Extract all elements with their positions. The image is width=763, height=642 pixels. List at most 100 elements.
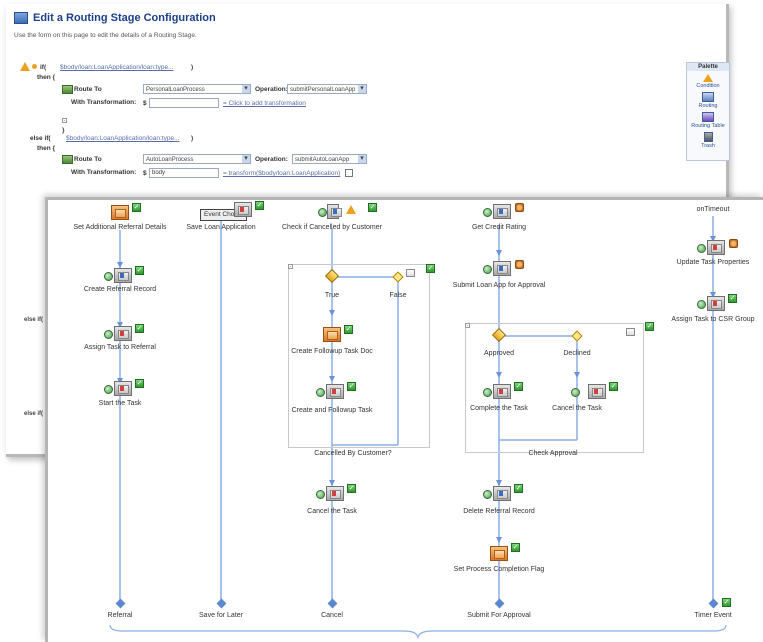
node-assign-task-to-referral[interactable]: Assign Task to Referral xyxy=(84,344,156,351)
case1-add-transformation-link[interactable]: = Click to add transformation xyxy=(223,100,306,107)
valid-check-icon: ✓ xyxy=(728,294,737,303)
assign-node-icon[interactable] xyxy=(234,202,252,217)
case1-transformation-input[interactable] xyxy=(149,98,219,108)
check-approval-block[interactable] xyxy=(465,323,644,453)
check-approval-label: Check Approval xyxy=(528,450,578,457)
valid-check-icon: ✓ xyxy=(514,382,523,391)
valid-check-icon: ✓ xyxy=(645,322,654,331)
case1-condition-close: ) xyxy=(191,64,194,71)
branch-timer-event-label: Timer Event xyxy=(694,612,732,619)
branch-declined-label: Declined xyxy=(563,350,591,357)
java-callout-icon xyxy=(483,388,492,397)
case1-condition-link[interactable]: $body/loan:LoanApplication/loan:type... xyxy=(60,64,174,71)
case2-route-to-select[interactable]: AutoLoanProcess xyxy=(143,154,251,164)
service-callout-icon[interactable] xyxy=(493,261,511,276)
case2-operation-select[interactable]: submitAutoLoanApp xyxy=(292,154,367,164)
service-callout-icon[interactable] xyxy=(114,268,132,283)
valid-check-icon: ✓ xyxy=(135,324,144,333)
gear-icon xyxy=(515,260,524,269)
java-callout-icon xyxy=(318,208,327,217)
page-title-text: Edit a Routing Stage Configuration xyxy=(33,12,216,24)
service-callout-icon[interactable] xyxy=(588,384,606,399)
assign-node-icon[interactable] xyxy=(111,205,129,220)
node-create-and-followup-task[interactable]: Create and Followup Task xyxy=(291,407,373,414)
case2-transform-var-sign: $ xyxy=(143,170,147,177)
service-callout-icon[interactable] xyxy=(707,296,725,311)
case1-warning-icon xyxy=(20,62,30,71)
palette-condition-label: Condition xyxy=(696,83,720,89)
palette-routing-table-label: Routing Table xyxy=(691,123,725,129)
case2-operation-label: Operation: xyxy=(255,156,288,163)
service-callout-icon[interactable] xyxy=(114,381,132,396)
palette-routing[interactable]: Routing xyxy=(687,92,729,109)
case2-collapse-toggle[interactable]: - xyxy=(62,118,67,124)
case2-transformation-link[interactable]: = transform($body/loan:LoanApplication) xyxy=(223,170,341,177)
node-submit-loan-app-for-approval[interactable]: Submit Loan App for Approval xyxy=(452,282,546,289)
page-title: Edit a Routing Stage Configuration xyxy=(14,12,216,24)
palette-condition[interactable]: Condition xyxy=(687,74,729,89)
cancelled-by-customer-block[interactable] xyxy=(288,264,430,448)
service-callout-icon[interactable] xyxy=(493,486,511,501)
node-update-task-properties[interactable]: Update Task Properties xyxy=(676,259,750,266)
route-icon xyxy=(62,85,73,94)
valid-check-icon: ✓ xyxy=(368,203,377,212)
case1-options-icon[interactable] xyxy=(32,64,37,69)
branch-cancel-label: Cancel xyxy=(321,612,343,619)
case1-transform-var-sign: $ xyxy=(143,100,147,107)
java-callout-icon xyxy=(483,265,492,274)
block-collapse-toggle[interactable]: - xyxy=(288,264,293,270)
valid-check-icon: ✓ xyxy=(426,264,435,273)
node-delete-referral-record[interactable]: Delete Referral Record xyxy=(463,508,535,515)
node-set-process-completion-flag[interactable]: Set Process Completion Flag xyxy=(453,566,545,573)
case2-transformation-input[interactable]: body xyxy=(149,168,219,178)
service-callout-icon[interactable] xyxy=(114,326,132,341)
service-callout-icon[interactable] xyxy=(326,486,344,501)
node-get-credit-rating[interactable]: Get Credit Rating xyxy=(471,224,527,231)
service-callout-icon[interactable] xyxy=(327,204,342,219)
node-cancel-the-task[interactable]: Cancel the Task xyxy=(307,508,357,515)
node-complete-the-task[interactable]: Complete the Task xyxy=(470,405,528,412)
node-save-loan-application[interactable]: Save Loan Application xyxy=(186,224,256,231)
case2-route-to-label: Route To xyxy=(74,156,102,163)
node-assign-task-to-csr-group[interactable]: Assign Task to CSR Group xyxy=(671,316,755,323)
branch-submit-for-approval-label: Submit For Approval xyxy=(467,612,531,619)
node-create-referral-record[interactable]: Create Referral Record xyxy=(83,286,157,293)
branch-approved-label: Approved xyxy=(484,350,514,357)
block-collapse-toggle[interactable]: - xyxy=(465,323,470,329)
routing-stage-icon xyxy=(14,12,28,24)
node-set-additional-referral-details[interactable]: Set Additional Referral Details xyxy=(73,224,167,231)
node-create-followup-task-doc[interactable]: Create Followup Task Doc xyxy=(291,348,373,355)
warning-icon xyxy=(346,205,356,214)
condition-icon xyxy=(703,74,713,82)
palette-trash[interactable]: Trash xyxy=(687,132,729,149)
case2-condition-link[interactable]: $body/loan:LoanApplication/loan:type... xyxy=(66,135,180,142)
case1-operation-select[interactable]: submitPersonalLoanApp xyxy=(287,84,367,94)
node-start-the-task[interactable]: Start the Task xyxy=(98,400,142,407)
block-menu-icon[interactable] xyxy=(406,269,415,277)
node-cancel-the-task-declined[interactable]: Cancel the Task xyxy=(552,405,602,412)
palette-routing-table[interactable]: Routing Table xyxy=(687,112,729,129)
node-check-if-cancelled-by-customer[interactable]: Check if Cancelled by Customer xyxy=(282,224,382,231)
service-callout-icon[interactable] xyxy=(326,384,344,399)
edit-transformation-icon[interactable] xyxy=(345,169,353,177)
service-callout-icon[interactable] xyxy=(493,384,511,399)
service-callout-icon[interactable] xyxy=(707,240,725,255)
case1-if-label: if( xyxy=(40,64,47,71)
else-if-label: else if( xyxy=(24,411,44,417)
case2-else-if-label: else if( xyxy=(30,135,51,142)
on-timeout-label: onTimeout xyxy=(696,206,730,213)
route-icon xyxy=(62,155,73,164)
java-callout-icon xyxy=(104,330,113,339)
java-callout-icon xyxy=(697,244,706,253)
assign-node-icon[interactable] xyxy=(490,546,508,561)
else-if-label: else if( xyxy=(24,317,44,323)
java-callout-icon xyxy=(571,388,580,397)
case1-route-to-select[interactable]: PersonalLoanProcess xyxy=(143,84,251,94)
service-callout-icon[interactable] xyxy=(493,204,511,219)
valid-check-icon: ✓ xyxy=(347,382,356,391)
branch-save-for-later-label: Save for Later xyxy=(199,612,243,619)
flow-connectors xyxy=(117,216,716,600)
block-menu-icon[interactable] xyxy=(626,328,635,336)
case1-transformation-label: With Transformation: xyxy=(71,99,137,106)
assign-node-icon[interactable] xyxy=(323,327,341,342)
